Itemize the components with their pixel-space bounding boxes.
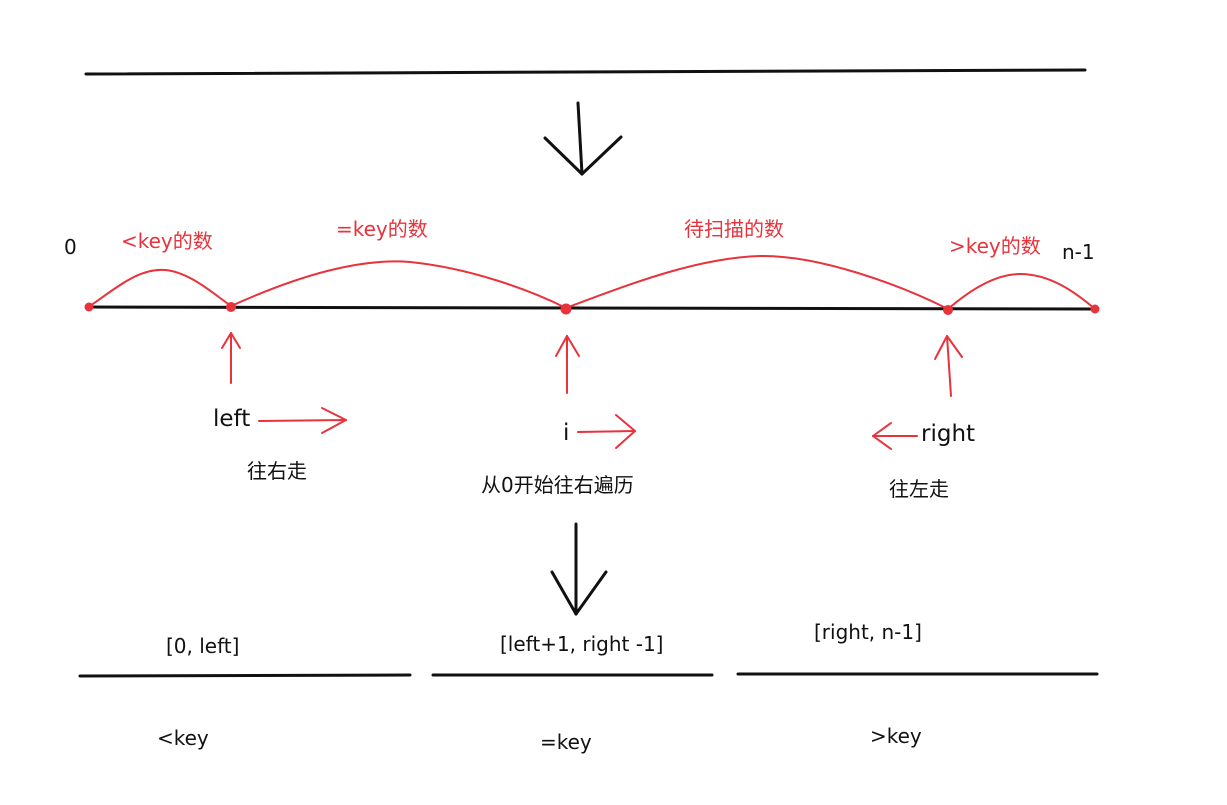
right-pointer-note: 往左走 — [889, 477, 949, 501]
less-region-label: <key的数 — [121, 229, 213, 253]
end-index-label: n-1 — [1062, 240, 1095, 264]
array-axis — [87, 305, 1096, 311]
equal-meaning-label: =key — [540, 730, 592, 754]
less-range-label: [0, left] — [166, 634, 240, 658]
less-segment-line — [78, 673, 412, 678]
left-up-arrow-icon — [221, 332, 241, 384]
result-down-arrow-icon — [550, 522, 608, 616]
input-array-line — [84, 68, 1087, 76]
greater-region-arc — [947, 272, 1096, 310]
greater-region-label: >key的数 — [949, 234, 1041, 258]
i-pointer-label: i — [563, 420, 570, 446]
i-pointer-note: 从0开始往右遍历 — [481, 473, 634, 497]
equal-range-label: [left+1, right -1] — [500, 632, 664, 656]
less-region-arc — [89, 268, 232, 307]
i-up-arrow-icon — [555, 335, 580, 394]
i-boundary-dot — [560, 303, 572, 315]
left-pointer-note: 往右走 — [247, 459, 307, 483]
left-pointer-label: left — [213, 406, 251, 432]
start-boundary-dot — [84, 302, 94, 312]
less-meaning-label: <key — [157, 726, 209, 750]
right-up-arrow-icon — [934, 335, 963, 397]
down-arrow-icon — [543, 101, 623, 176]
left-boundary-dot — [226, 302, 236, 312]
right-pointer-label: right — [921, 421, 976, 447]
equal-region-label: =key的数 — [336, 217, 428, 241]
greater-meaning-label: >key — [870, 724, 922, 748]
right-boundary-dot — [943, 305, 953, 315]
unscanned-region-label: 待扫描的数 — [684, 217, 784, 241]
i-move-right-arrow-icon — [577, 414, 636, 449]
right-move-left-arrow-icon — [872, 422, 918, 450]
greater-range-label: [right, n-1] — [814, 620, 922, 644]
end-boundary-dot — [1090, 304, 1100, 314]
unscanned-region-arc — [565, 254, 949, 310]
equal-region-arc — [230, 260, 567, 309]
left-move-right-arrow-icon — [258, 407, 347, 434]
start-index-label: 0 — [64, 235, 77, 259]
